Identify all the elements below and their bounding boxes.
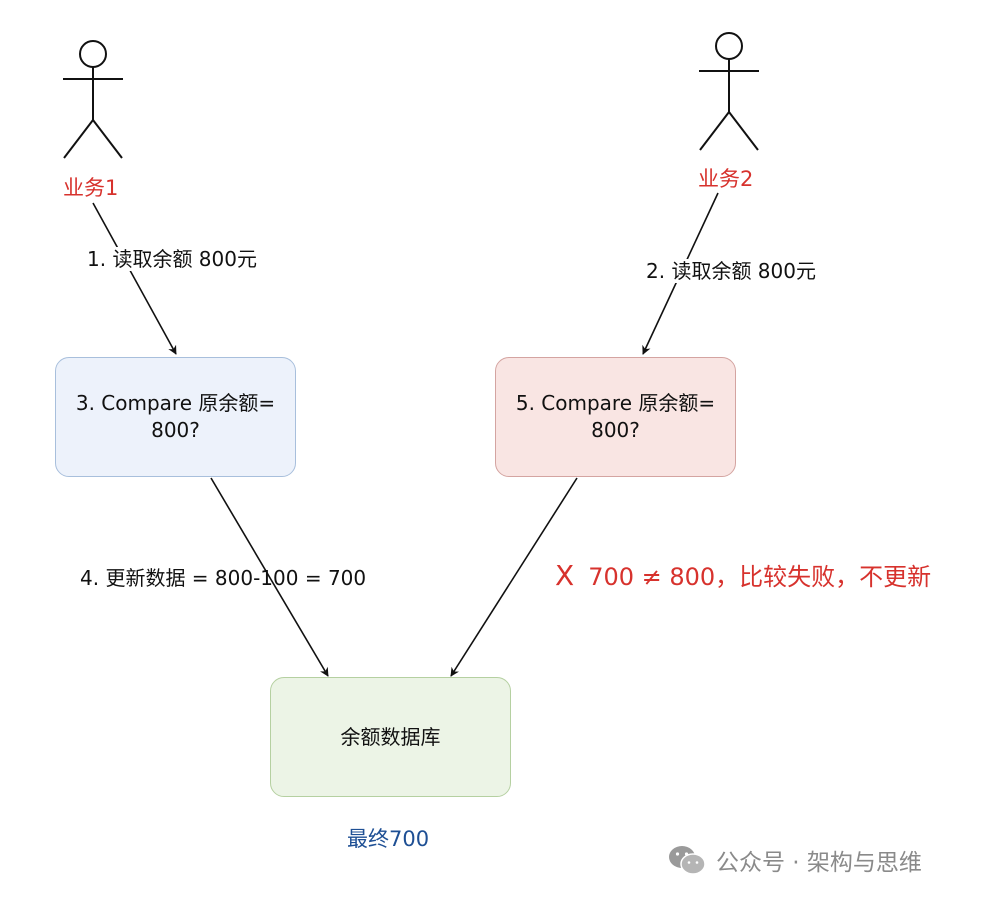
compare-fail-note: X 700 ≠ 800，比较失败，不更新 bbox=[555, 561, 931, 592]
arrow-update-data bbox=[210, 477, 329, 677]
step-read-balance-2: 2. 读取余额 800元 bbox=[646, 259, 816, 283]
final-balance-note: 最终700 bbox=[347, 827, 430, 851]
actor-business2-label: 业务2 bbox=[698, 167, 754, 191]
wechat-icon bbox=[669, 846, 706, 875]
actor-business1-figure bbox=[63, 40, 123, 159]
arrow-read-balance-1 bbox=[92, 202, 177, 355]
compare-fail-text: 700 ≠ 800，比较失败，不更新 bbox=[588, 563, 932, 591]
compare-box-business2-text: 5. Compare 原余额= 800? bbox=[515, 391, 716, 442]
fail-x-mark: X bbox=[555, 559, 575, 592]
actor-business1-label: 业务1 bbox=[63, 176, 119, 200]
arrow-compare-fail bbox=[450, 477, 578, 677]
step-update-data: 4. 更新数据 = 800-100 = 700 bbox=[80, 566, 367, 590]
step-read-balance-1: 1. 读取余额 800元 bbox=[87, 247, 257, 271]
compare-box-business2: 5. Compare 原余额= 800? bbox=[495, 357, 736, 477]
watermark: 公众号 · 架构与思维 bbox=[668, 843, 922, 877]
balance-database-text: 余额数据库 bbox=[340, 724, 441, 749]
actor-business2-figure bbox=[699, 32, 759, 151]
balance-database-box: 余额数据库 bbox=[270, 677, 511, 797]
watermark-text: 公众号 · 架构与思维 bbox=[716, 850, 922, 876]
compare-box-business1-text: 3. Compare 原余额= 800? bbox=[75, 391, 276, 442]
compare-box-business1: 3. Compare 原余额= 800? bbox=[55, 357, 296, 477]
